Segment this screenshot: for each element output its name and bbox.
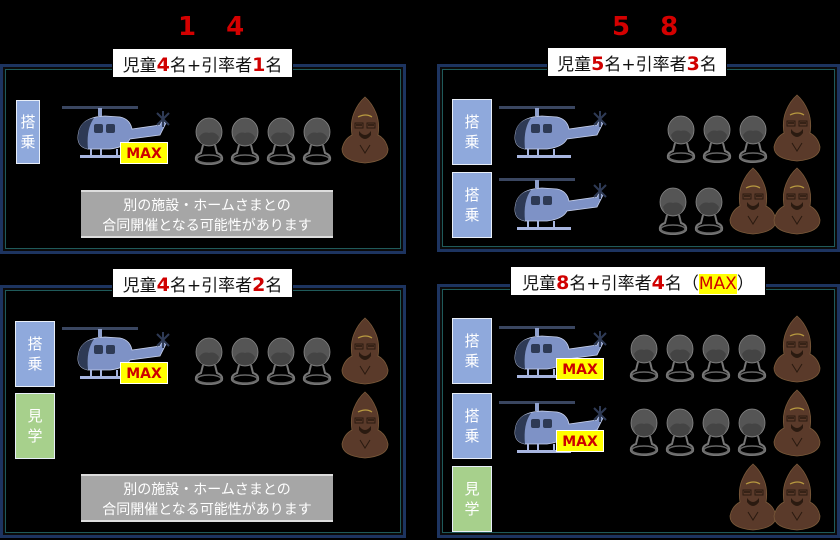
child-icon xyxy=(193,117,225,165)
max-badge: MAX xyxy=(556,430,604,452)
child-icon xyxy=(737,115,769,163)
child-icon xyxy=(265,117,297,165)
adults-count: 1 xyxy=(252,54,266,76)
observation-label: 見学 xyxy=(452,466,492,532)
child-icon xyxy=(229,337,261,385)
adults-count: 4 xyxy=(651,272,665,294)
adult-chaperone-icon xyxy=(772,462,822,532)
group-heading-5-8: 5 8 xyxy=(612,12,681,42)
label-char: 搭 xyxy=(464,113,480,131)
note-line: 合同開催となる可能性があります xyxy=(102,218,312,234)
label-char: 搭 xyxy=(27,335,43,353)
child-icon xyxy=(229,117,261,165)
note-line: 別の施設・ホームさまとの xyxy=(123,198,291,214)
note-line: 別の施設・ホームさまとの xyxy=(123,482,291,498)
child-icon xyxy=(301,117,333,165)
child-icon xyxy=(693,187,725,235)
max-badge: MAX xyxy=(120,142,168,164)
label-char: 学 xyxy=(27,427,43,445)
boarding-label: 搭乗 xyxy=(452,318,492,384)
adult-chaperone-icon xyxy=(772,314,822,384)
children-count: 5 xyxy=(591,53,605,75)
children-count: 4 xyxy=(156,54,170,76)
panel-title: 児童5名+引率者3名 xyxy=(547,47,727,77)
title-text: 児童 xyxy=(522,274,557,294)
label-char: 乗 xyxy=(464,352,480,370)
boarding-label: 搭乗 xyxy=(15,321,55,387)
child-icon xyxy=(193,337,225,385)
label-char: 学 xyxy=(464,500,480,518)
title-text: 名 xyxy=(265,56,283,76)
child-icon xyxy=(265,337,297,385)
title-text: 名（ xyxy=(664,274,699,294)
boarding-label: 搭乗 xyxy=(452,99,492,165)
panel-title: 児童4名+引率者2名 xyxy=(112,268,293,298)
label-char: 乗 xyxy=(464,133,480,151)
title-text: ） xyxy=(736,274,754,294)
adults-count: 3 xyxy=(686,53,700,75)
child-icon xyxy=(301,337,333,385)
max-badge: MAX xyxy=(556,358,604,380)
title-text: 児童 xyxy=(557,55,592,75)
title-text: 名+引率者 xyxy=(169,276,253,296)
panel-title: 児童4名+引率者1名 xyxy=(112,48,293,78)
title-text: 名+引率者 xyxy=(604,55,687,75)
helicopter-icon xyxy=(497,175,609,235)
title-text: 名+引率者 xyxy=(569,274,652,294)
boarding-label: 搭乗 xyxy=(16,100,40,164)
note-line: 合同開催となる可能性があります xyxy=(102,502,312,518)
label-char: 見 xyxy=(464,480,480,498)
child-icon xyxy=(700,408,732,456)
label-char: 見 xyxy=(27,407,43,425)
title-text: 名+引率者 xyxy=(169,56,253,76)
label-char: 乗 xyxy=(464,427,480,445)
label-char: 乗 xyxy=(464,206,480,224)
title-text: 児童 xyxy=(122,276,157,296)
adults-count: 2 xyxy=(252,274,266,296)
child-icon xyxy=(700,334,732,382)
boarding-label: 搭乗 xyxy=(452,172,492,238)
boarding-label: 搭乗 xyxy=(452,393,492,459)
label-char: 搭 xyxy=(464,332,480,350)
adult-chaperone-icon xyxy=(728,462,778,532)
title-text: 名 xyxy=(699,55,717,75)
joint-session-note: 別の施設・ホームさまとの 合同開催となる可能性があります xyxy=(81,190,333,238)
child-icon xyxy=(665,115,697,163)
child-icon xyxy=(736,408,768,456)
adult-chaperone-icon xyxy=(772,388,822,458)
title-text: 名 xyxy=(265,276,283,296)
adult-chaperone-icon xyxy=(340,95,390,165)
child-icon xyxy=(628,334,660,382)
helicopter-icon xyxy=(497,103,609,163)
child-icon xyxy=(664,408,696,456)
child-icon xyxy=(664,334,696,382)
joint-session-note: 別の施設・ホームさまとの 合同開催となる可能性があります xyxy=(81,474,333,522)
child-icon xyxy=(628,408,660,456)
child-icon xyxy=(657,187,689,235)
adult-chaperone-icon xyxy=(772,166,822,236)
max-badge: MAX xyxy=(120,362,168,384)
max-highlight: MAX xyxy=(698,274,737,294)
child-icon xyxy=(701,115,733,163)
children-count: 8 xyxy=(556,272,570,294)
group-heading-1-4: 1 4 xyxy=(178,12,247,42)
child-icon xyxy=(736,334,768,382)
children-count: 4 xyxy=(156,274,170,296)
title-text: 児童 xyxy=(122,56,157,76)
adult-chaperone-icon xyxy=(772,93,822,163)
label-char: 乗 xyxy=(20,133,36,151)
label-char: 搭 xyxy=(20,113,36,131)
label-char: 搭 xyxy=(464,186,480,204)
adult-chaperone-icon xyxy=(728,166,778,236)
panel-title: 児童8名+引率者4名（MAX） xyxy=(510,266,766,296)
adult-chaperone-icon xyxy=(340,316,390,386)
adult-chaperone-icon xyxy=(340,390,390,460)
label-char: 搭 xyxy=(464,407,480,425)
observation-label: 見学 xyxy=(15,393,55,459)
label-char: 乗 xyxy=(27,355,43,373)
